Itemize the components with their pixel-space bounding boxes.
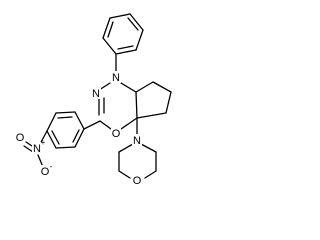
atom-label-bg (91, 87, 101, 99)
atom-label-n-imine: N (92, 88, 100, 100)
bond (102, 37, 117, 55)
bond (144, 170, 157, 179)
atom-label-layer: N N O N O N + O O - (15, 71, 142, 187)
atom-label-bg (132, 174, 142, 186)
bond (165, 91, 172, 114)
bond (74, 128, 85, 148)
bond (51, 130, 60, 145)
bond (55, 111, 76, 114)
atom-label-bg (40, 165, 50, 177)
bond (107, 21, 114, 38)
bond (120, 117, 138, 130)
bond (102, 17, 111, 39)
atom-label-bg (111, 71, 121, 83)
bond-layer (23, 13, 172, 179)
atom-label-n-nitro: N (33, 143, 41, 155)
charge-plus-label: + (41, 138, 46, 147)
bond (127, 17, 139, 31)
atom-label-o-nitro-single: O (41, 166, 50, 178)
bond (129, 13, 144, 31)
bond (46, 130, 57, 149)
bond (140, 143, 157, 153)
bond (115, 49, 137, 55)
atom-label-o-nitro-double: O (16, 132, 25, 144)
bond (136, 112, 167, 119)
bond (46, 112, 57, 132)
atom-label-n-morpholine: N (133, 135, 141, 147)
bond (117, 45, 134, 50)
bond (57, 116, 73, 119)
bond (152, 81, 172, 93)
bond (74, 111, 85, 130)
atom-label-bg (111, 127, 121, 139)
bond (109, 13, 131, 19)
bond (83, 120, 101, 130)
bond (39, 130, 48, 145)
bond (118, 170, 131, 179)
bond (23, 145, 34, 153)
bond (55, 146, 76, 149)
bond (72, 129, 80, 143)
atom-label-o-ring: O (112, 128, 121, 140)
charge-minus-label: - (50, 162, 53, 171)
bond (135, 91, 138, 119)
bond (99, 120, 112, 130)
bond (135, 29, 144, 51)
chemical-structure-diagram: N N O N O N + O O - (15, 13, 172, 187)
atom-label-bg (32, 142, 42, 154)
atom-label-bg (15, 131, 25, 143)
atom-label-o-morpholine: O (133, 175, 142, 187)
bond (118, 143, 134, 153)
atom-label-bg (132, 134, 142, 146)
atom-label-n-phenyl: N (112, 72, 120, 84)
bond (135, 81, 154, 93)
